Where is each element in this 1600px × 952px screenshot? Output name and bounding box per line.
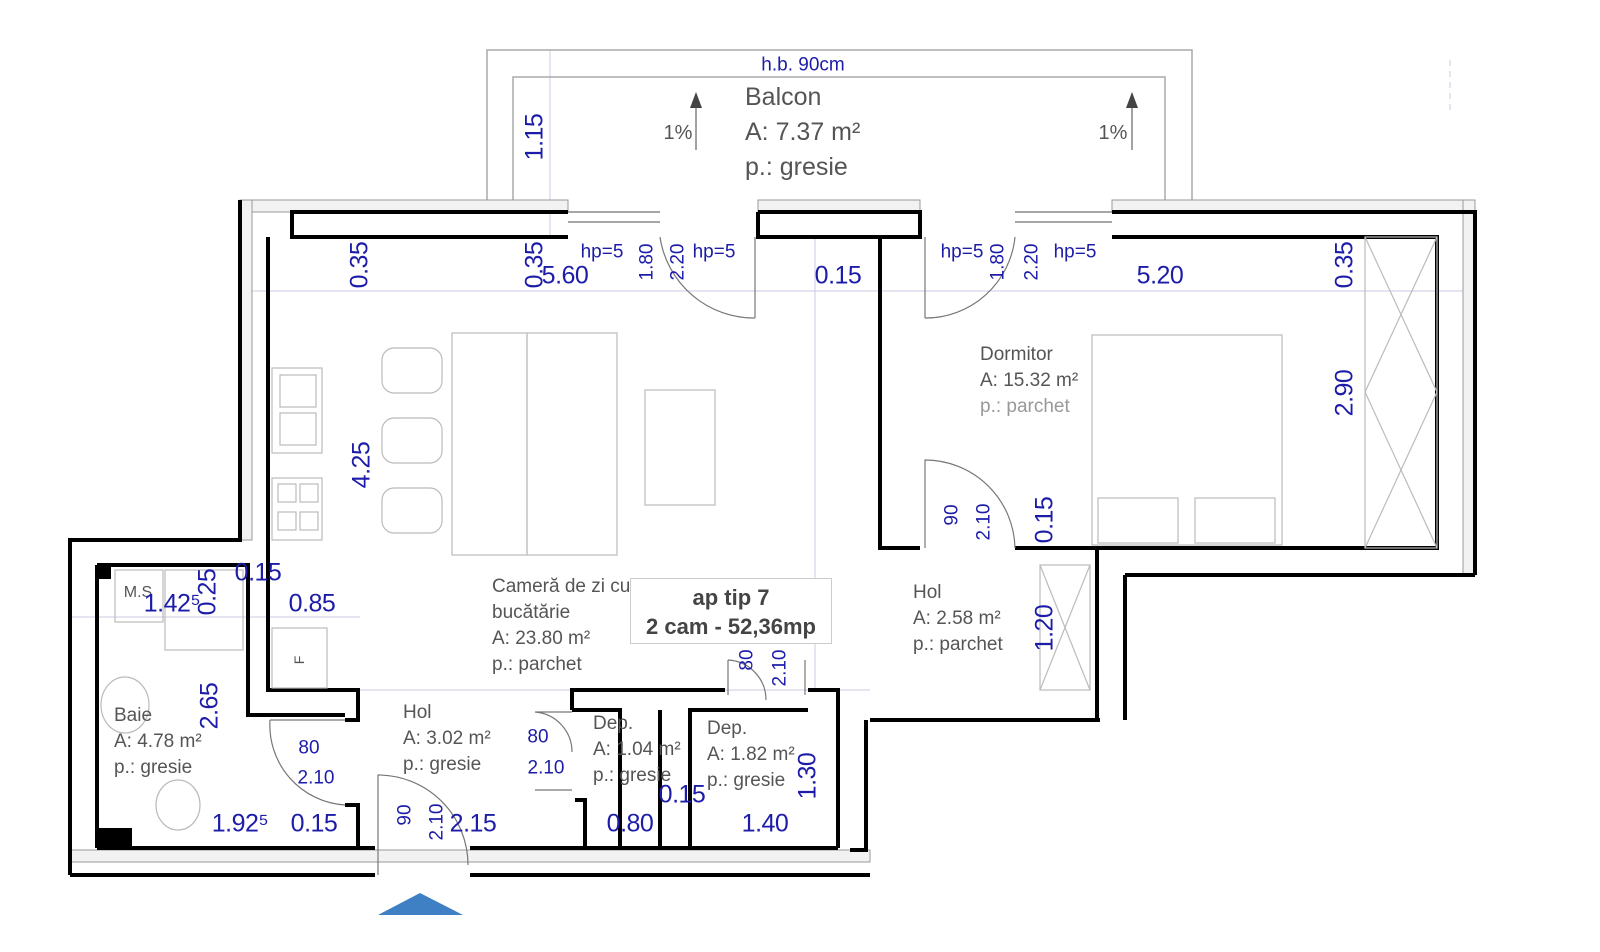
room-name: Hol <box>403 702 432 723</box>
dim-window-h: 1.80 <box>987 243 1009 281</box>
dim-dep1-door-h: 2.10 <box>527 757 565 779</box>
room-area: A: 1.04 m² <box>593 739 681 760</box>
dim-entry-door-h: 2.10 <box>426 803 448 841</box>
dim-window-h: 2.20 <box>667 243 689 281</box>
balcony-label: Balcon A: 7.37 m² p.: gresie <box>745 80 860 185</box>
dim-entry-width: 2.15 <box>449 809 497 838</box>
dim-wall: 0.15 <box>290 809 338 838</box>
storage2-label: Dep. A: 1.82 m² p.: gresie <box>707 716 795 794</box>
entry-arrow-icon <box>378 893 463 915</box>
dim-bath-w2: 0.25 <box>193 568 222 616</box>
dim-wall: 0.15 <box>234 558 282 587</box>
dim-bed-door-h: 2.10 <box>973 503 995 541</box>
room-area: A: 7.37 m² <box>745 118 861 146</box>
door-swings <box>269 236 1016 875</box>
dim-bath-door-w: 80 <box>298 737 320 759</box>
room-floor: p.: parchet <box>913 634 1003 655</box>
slope-right: 1% <box>1098 122 1128 144</box>
dim-dep1-door-w: 80 <box>527 726 549 748</box>
dim-balcony-depth: 1.15 <box>520 113 549 161</box>
dim-bedroom-depth: 2.90 <box>1330 369 1359 417</box>
dim-wall-left: 0.35 <box>345 241 374 289</box>
washing-machine-label: M.S <box>123 584 153 601</box>
room-floor: p.: gresie <box>403 754 482 775</box>
dim-hp: hp=5 <box>692 241 736 263</box>
room-floor: p.: gresie <box>114 757 193 778</box>
room-area: A: 1.82 m² <box>707 744 795 765</box>
dim-bath-width: 1.42⁵ <box>143 589 201 618</box>
room-name: Cameră de zi cu <box>492 576 631 597</box>
dim-wall: 0.15 <box>658 780 706 809</box>
dim-dep2-length: 1.30 <box>793 752 822 800</box>
dim-mid-wall: 0.15 <box>814 261 862 290</box>
parapet-height: h.b. 90cm <box>761 54 845 76</box>
dim-wall-mid: 0.35 <box>520 241 549 289</box>
wall-corners <box>97 565 132 848</box>
wall-insulation <box>69 199 1476 863</box>
dim-bed-door-w: 90 <box>941 504 963 526</box>
room-name: Dep. <box>707 718 748 739</box>
dim-window-h: 1.80 <box>636 243 658 281</box>
apartment-type: ap tip 7 <box>692 585 770 610</box>
dim-bath-bottom: 1.92⁵ <box>211 809 269 838</box>
dim-dep2-door-w: 80 <box>736 649 758 671</box>
dim-hall-length: 1.20 <box>1030 604 1059 652</box>
room-area: A: 4.78 m² <box>114 731 202 752</box>
dim-hp: hp=5 <box>580 241 624 263</box>
storage1-label: Dep. A: 1.04 m² p.: gresie <box>593 711 681 789</box>
bedroom-label: Dormitor A: 15.32 m² p.: parchet <box>980 342 1078 420</box>
room-area: A: 23.80 m² <box>492 628 591 649</box>
windows <box>568 211 1112 223</box>
room-floor: p.: parchet <box>980 396 1070 417</box>
fridge-label: F <box>291 655 307 665</box>
walls <box>68 200 1477 877</box>
room-name: Balcon <box>745 83 822 111</box>
room-name: Hol <box>913 582 942 603</box>
dim-bath-door-h: 2.10 <box>297 767 335 789</box>
dim-bath-length: 2.65 <box>195 682 224 730</box>
dim-bedroom-width: 5.20 <box>1136 261 1184 290</box>
dim-window-h: 2.20 <box>1021 243 1043 281</box>
room-floor: p.: parchet <box>492 654 582 675</box>
apartment-summary: 2 cam - 52,36mp <box>646 614 816 639</box>
dim-dep1-width: 0.80 <box>606 809 654 838</box>
balcony-outline <box>486 49 1193 200</box>
dim-dep2-door-h: 2.10 <box>769 649 791 687</box>
room-floor: p.: gresie <box>593 765 672 786</box>
dim-hall-wall: 0.15 <box>1030 496 1059 544</box>
dim-kitchen-gap: 0.85 <box>288 589 336 618</box>
slope-left: 1% <box>663 122 693 144</box>
dim-entry-door-w: 90 <box>394 804 416 826</box>
living-label: Cameră de zi cu bucătărie A: 23.80 m² p.… <box>492 574 630 678</box>
furniture <box>100 236 1438 831</box>
dim-living-depth: 4.25 <box>347 441 376 489</box>
dim-dep2-width: 1.40 <box>741 809 789 838</box>
hall-right-label: Hol A: 2.58 m² p.: parchet <box>913 580 1003 658</box>
hall-entry-label: Hol A: 3.02 m² p.: gresie <box>403 700 491 778</box>
dim-hp: hp=5 <box>940 241 984 263</box>
slope-arrows <box>690 92 1138 150</box>
dim-living-width: 5.60 <box>541 261 589 290</box>
room-area: A: 15.32 m² <box>980 370 1079 391</box>
dim-wall-right: 0.35 <box>1330 241 1359 289</box>
apartment-title-box: ap tip 7 2 cam - 52,36mp <box>630 578 832 644</box>
room-floor: p.: gresie <box>707 770 786 791</box>
room-area: A: 2.58 m² <box>913 608 1001 629</box>
room-floor: p.: gresie <box>745 153 848 181</box>
room-name: Dep. <box>593 713 634 734</box>
room-area: A: 3.02 m² <box>403 728 491 749</box>
room-name: Dormitor <box>980 344 1053 365</box>
bathroom-label: Baie A: 4.78 m² p.: gresie <box>114 703 202 781</box>
dim-hp: hp=5 <box>1053 241 1097 263</box>
room-name-2: bucătărie <box>492 602 571 623</box>
room-name: Baie <box>114 705 153 726</box>
